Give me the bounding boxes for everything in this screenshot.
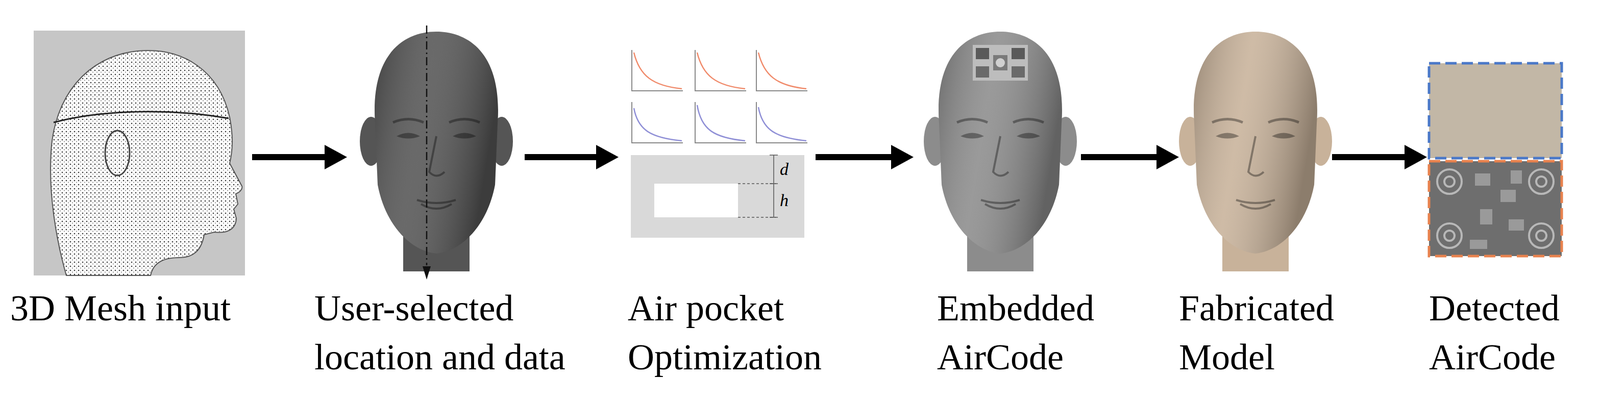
flow-arrow xyxy=(815,154,892,161)
stage-caption: 3D Mesh input xyxy=(10,283,276,333)
stage-caption: Air pocket Optimization xyxy=(627,283,858,382)
air-pocket xyxy=(654,183,738,218)
dimension-label: d xyxy=(779,159,789,180)
flow-arrow xyxy=(1080,154,1157,161)
dimension-line xyxy=(737,183,776,218)
code-border xyxy=(1429,161,1562,257)
stage-figure: Embedded AirCode xyxy=(913,30,1080,276)
mesh-head xyxy=(50,50,242,276)
mesh-seam xyxy=(53,111,229,123)
code-pattern xyxy=(1469,170,1524,250)
selection-figure xyxy=(359,25,513,280)
stage-figure: Detected AirCode xyxy=(1426,61,1563,258)
flow-arrow xyxy=(252,154,325,161)
fabricated-figure xyxy=(1178,31,1333,272)
cut-arrow xyxy=(422,266,431,280)
material-block xyxy=(630,155,805,238)
stage-caption: Fabricated Model xyxy=(1178,283,1368,382)
stage-figure: 3D Mesh input xyxy=(33,30,252,276)
dimension-label: h xyxy=(779,190,789,211)
stage-figure: Fabricated Model xyxy=(1178,30,1332,276)
flow-arrow xyxy=(1332,154,1405,161)
stage-caption: Embedded AirCode xyxy=(937,283,1131,382)
head-model xyxy=(923,31,1077,272)
stage-caption: User-selected location and data xyxy=(314,283,601,382)
head-model xyxy=(1178,31,1333,272)
flow-arrow xyxy=(524,154,597,161)
plot-axes xyxy=(631,50,808,143)
code-panel xyxy=(1429,161,1562,257)
code-patch xyxy=(972,44,1028,81)
photo-panel xyxy=(1429,63,1562,159)
stage-figure: Air pocket Optimization xyxy=(618,45,815,240)
head-model xyxy=(359,31,513,272)
mesh-figure xyxy=(33,30,245,276)
stage-caption: Detected AirCode xyxy=(1429,283,1588,382)
mesh-background xyxy=(33,30,245,276)
plot-curve xyxy=(633,105,807,141)
plot-curve xyxy=(633,52,807,89)
code-pattern xyxy=(1437,169,1554,249)
photo-border xyxy=(1429,63,1562,159)
detected-figure xyxy=(1429,63,1562,257)
cut-line xyxy=(426,25,428,266)
optimization-figure xyxy=(630,50,808,238)
stage-figure: User-selected location and data xyxy=(347,30,524,276)
dimension-line xyxy=(769,155,778,218)
mesh-ear xyxy=(105,130,130,176)
embedded-figure xyxy=(923,31,1077,272)
